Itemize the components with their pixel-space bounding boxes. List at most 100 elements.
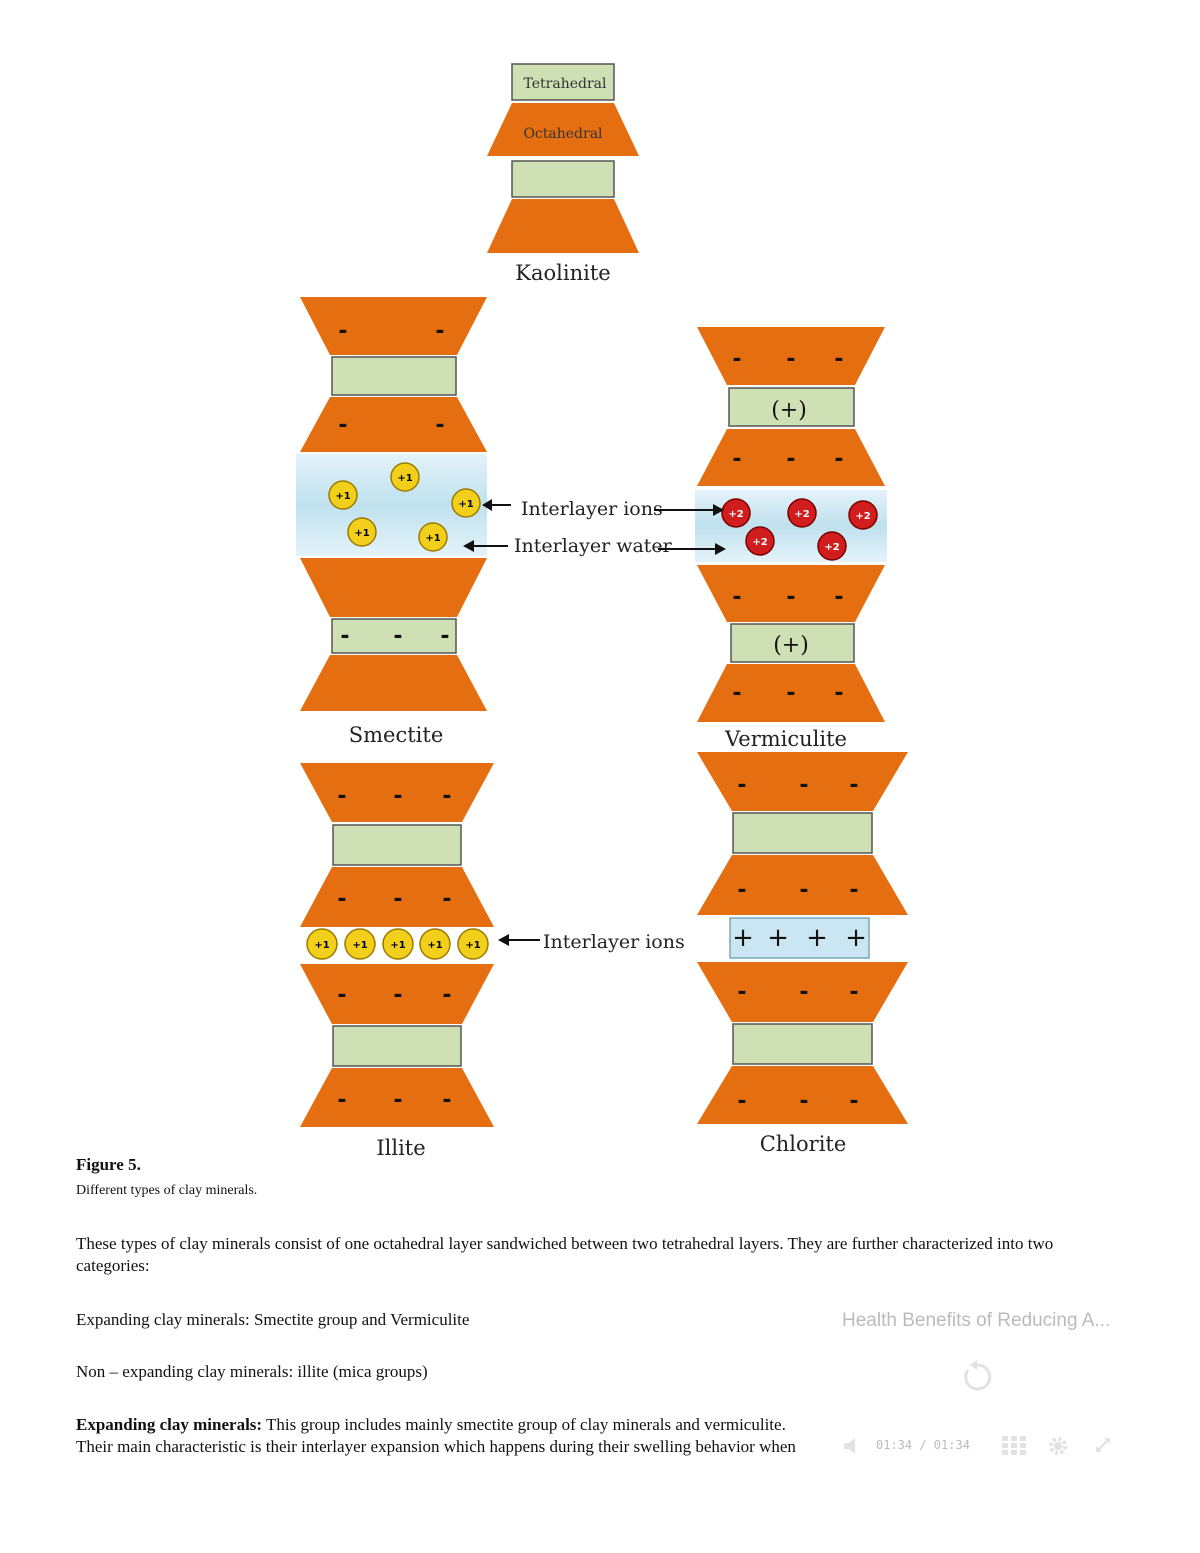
illite-octahedral-3 <box>300 964 494 1024</box>
ion-plus1-label: +1 <box>314 940 329 951</box>
kaolinite-tetrahedral-sheet-top <box>511 63 615 101</box>
minus-sign: - <box>393 624 402 649</box>
grid-icon[interactable] <box>1002 1436 1026 1456</box>
positive-charge-label: (+) <box>771 398 807 423</box>
paragraph-non-expanding-list: Non – expanding clay minerals: illite (m… <box>76 1362 428 1381</box>
minus-sign: - <box>786 447 795 472</box>
minus-sign: - <box>834 347 843 372</box>
illite-octahedral-1 <box>300 763 494 822</box>
chlorite-octahedral-2 <box>697 855 908 915</box>
video-time: 01:34 / 01:34 <box>876 1438 970 1452</box>
minus-sign: - <box>442 784 451 809</box>
vermiculite-octahedral-2 <box>697 429 885 486</box>
minus-sign: - <box>737 1089 746 1114</box>
minus-sign: - <box>834 585 843 610</box>
ion-plus2-label: +2 <box>752 537 767 548</box>
ion-plus2 <box>817 531 847 561</box>
arrowhead <box>713 504 724 516</box>
ion-plus2-label: +2 <box>728 509 743 520</box>
minus-sign: - <box>393 1088 402 1113</box>
ion-plus1 <box>451 488 481 518</box>
smectite-octahedral-1 <box>300 297 487 355</box>
minus-sign: - <box>732 681 741 706</box>
ion-plus2-label: +2 <box>794 509 809 520</box>
vermiculite-octahedral-1 <box>697 327 885 385</box>
minus-sign: - <box>393 887 402 912</box>
smectite-octahedral-3 <box>300 558 487 617</box>
plus-sign: + <box>806 923 828 953</box>
octahedral-label: Octahedral <box>523 126 603 142</box>
vermiculite-tetrahedral-2 <box>730 623 855 663</box>
minus-sign: - <box>737 878 746 903</box>
figure-title: Figure 5. <box>76 1155 141 1174</box>
minus-sign: - <box>786 681 795 706</box>
paragraph-body-text: This group includes mainly smectite grou… <box>76 1415 796 1460</box>
kaolinite-octahedral-sheet-bottom <box>487 199 639 253</box>
ion-plus1 <box>328 480 358 510</box>
minus-sign: - <box>834 681 843 706</box>
kaolinite-tetrahedral-sheet-bottom <box>511 160 615 198</box>
ion-plus1-label: +1 <box>427 940 442 951</box>
arrowhead <box>463 540 474 552</box>
minus-sign: - <box>786 585 795 610</box>
ion-plus2 <box>787 498 817 528</box>
ion-plus1-label: +1 <box>458 499 473 510</box>
minus-sign: - <box>737 773 746 798</box>
video-player-overlay[interactable]: Health Benefits of Reducing A... 01:34 /… <box>836 1300 1126 1480</box>
ion-plus1-label: +1 <box>425 533 440 544</box>
interlayer-water-label: Interlayer water <box>514 535 673 557</box>
video-title[interactable]: Health Benefits of Reducing A... <box>842 1310 1111 1331</box>
minus-sign: - <box>786 347 795 372</box>
chlorite-tetrahedral-2 <box>732 1023 873 1065</box>
illite-structure: - - - - - - +1 +1 +1 +1 +1 Interlayer io… <box>300 763 685 1160</box>
chlorite-brucite-layer <box>729 917 870 959</box>
ion-plus1-label: +1 <box>397 473 412 484</box>
smectite-structure: - - - - +1 +1 +1 +1 +1 - - - Smectite <box>296 297 487 747</box>
positive-charge-label: (+) <box>773 633 809 658</box>
minus-sign: - <box>337 784 346 809</box>
vermiculite-octahedral-4 <box>697 664 885 722</box>
paragraph-expanding-description: Expanding clay minerals: This group incl… <box>76 1414 821 1460</box>
settings-icon[interactable] <box>1048 1436 1068 1456</box>
minus-sign: - <box>799 980 808 1005</box>
paragraph-bold-lead: Expanding clay minerals: <box>76 1415 263 1434</box>
ion-plus1 <box>390 462 420 492</box>
minus-sign: - <box>849 980 858 1005</box>
ion-plus1 <box>306 928 338 960</box>
mute-icon[interactable] <box>842 1436 864 1456</box>
ion-plus1 <box>419 928 451 960</box>
vermiculite-structure: - - - (+) - - - +2 +2 +2 +2 +2 - - - (+)… <box>695 327 887 751</box>
smectite-tetrahedral-2 <box>331 618 457 654</box>
tetrahedral-label: Tetrahedral <box>524 76 608 92</box>
illite-octahedral-2 <box>300 867 494 927</box>
minus-sign: - <box>799 1089 808 1114</box>
paragraph-expanding-list: Expanding clay minerals: Smectite group … <box>76 1310 470 1329</box>
minus-sign: - <box>732 585 741 610</box>
minus-sign: - <box>849 1089 858 1114</box>
replay-icon[interactable] <box>960 1360 994 1394</box>
vermiculite-label: Vermiculite <box>724 727 847 751</box>
minus-sign: - <box>834 447 843 472</box>
ion-plus1-label: +1 <box>354 528 369 539</box>
minus-sign: - <box>337 1088 346 1113</box>
fullscreen-icon[interactable] <box>1094 1436 1112 1454</box>
plus-sign: + <box>845 923 867 953</box>
ion-plus1 <box>418 522 448 552</box>
illite-tetrahedral-2 <box>332 1025 462 1067</box>
minus-sign: - <box>393 983 402 1008</box>
minus-sign: - <box>337 887 346 912</box>
ion-plus1-label: +1 <box>352 940 367 951</box>
smectite-tetrahedral-1 <box>331 356 457 396</box>
minus-sign: - <box>732 347 741 372</box>
minus-sign: - <box>442 887 451 912</box>
ion-plus1 <box>347 517 377 547</box>
minus-sign: - <box>340 624 349 649</box>
minus-sign: - <box>849 773 858 798</box>
chlorite-structure: - - - - - - + + + + - - - - - - Chlorite <box>697 752 908 1156</box>
kaolinite-octahedral-sheet-top <box>487 103 639 156</box>
vermiculite-interlayer-ions: +2 +2 +2 +2 +2 <box>721 498 878 561</box>
illite-interlayer-ions-label: Interlayer ions <box>543 931 685 953</box>
ion-plus1-label: +1 <box>465 940 480 951</box>
chlorite-tetrahedral-1 <box>732 812 873 854</box>
minus-sign: - <box>849 878 858 903</box>
